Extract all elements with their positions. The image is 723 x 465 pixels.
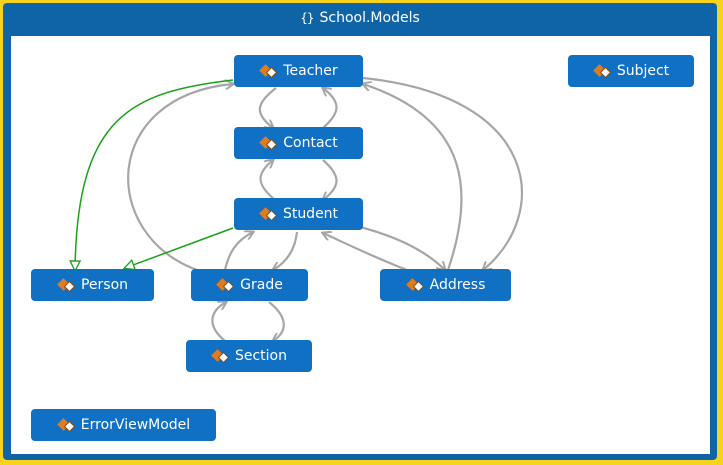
edge-grade-student [223,232,253,271]
class-node-label: ErrorViewModel [80,417,191,433]
class-icon [259,135,278,151]
class-node-person[interactable]: Person [31,269,154,301]
class-icon [57,277,76,293]
edge-teacher-inherits-person [75,79,234,270]
diagram-frame: {} School.Models [3,3,717,460]
class-node-label: Section [234,348,287,364]
edge-contact-student [323,159,338,200]
edge-teacher-address [362,76,523,270]
class-icon [211,348,230,364]
edge-student-inherits-person [125,227,234,268]
class-node-contact[interactable]: Contact [234,127,363,159]
class-node-teacher[interactable]: Teacher [234,55,363,87]
class-node-label: Person [80,277,129,293]
class-node-label: Contact [283,135,338,151]
edge-grade-teacher [127,84,233,272]
edge-grade-section [268,301,285,341]
class-icon [405,277,424,293]
class-node-section[interactable]: Section [186,340,312,372]
class-node-label: Student [282,206,339,222]
class-node-subject[interactable]: Subject [568,55,694,87]
namespace-icon: {} [300,11,314,25]
class-icon [259,206,278,222]
edge-student-address [355,224,445,270]
class-icon [592,63,611,79]
class-node-label: Address [429,277,486,293]
edge-address-teacher [363,84,463,271]
class-node-address[interactable]: Address [380,269,511,301]
class-icon [216,277,235,293]
class-node-label: Subject [616,63,670,79]
class-node-label: Grade [240,277,283,293]
edge-student-contact [259,160,276,201]
class-node-grade[interactable]: Grade [191,269,308,301]
edge-teacher-contact [258,87,277,128]
diagram-header: {} School.Models [3,3,717,33]
diagram-canvas: Teacher Contact Student Person Grade Add… [11,36,710,454]
edge-section-grade [211,302,226,342]
class-node-student[interactable]: Student [234,198,363,230]
class-node-errorviewmodel[interactable]: ErrorViewModel [31,409,216,441]
edges-layer [11,76,523,454]
diagram-title: School.Models [319,10,420,26]
edge-address-student [323,233,408,272]
class-icon [56,417,75,433]
edge-contact-teacher [323,88,338,129]
class-node-label: Teacher [283,63,338,79]
class-icon [259,63,278,79]
edge-student-grade [273,231,299,270]
